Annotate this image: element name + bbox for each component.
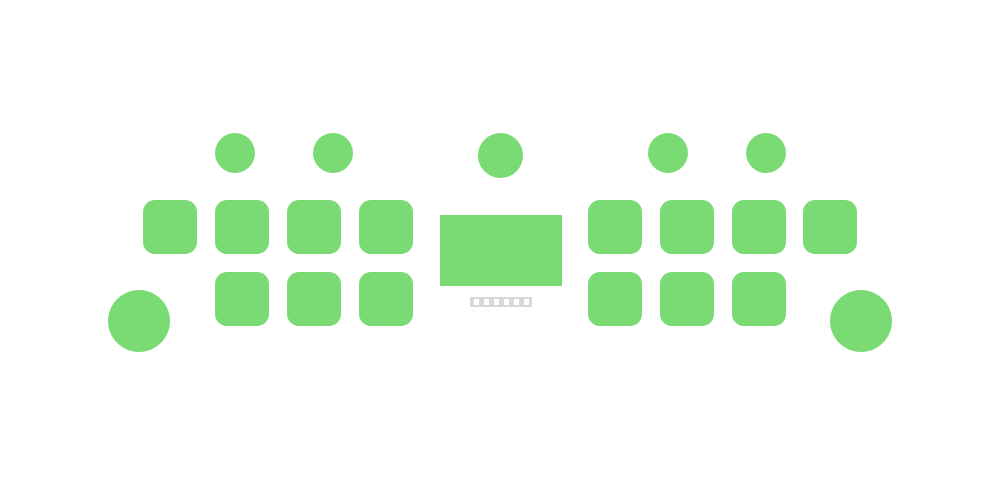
left-key-1[interactable] <box>143 200 197 254</box>
bottom-right-button[interactable] <box>830 290 892 352</box>
right-key-2[interactable] <box>660 200 714 254</box>
right-key-3[interactable] <box>732 200 786 254</box>
left-key-7[interactable] <box>359 272 413 326</box>
bottom-left-button[interactable] <box>108 290 170 352</box>
top-left-outer-button[interactable] <box>215 133 255 173</box>
right-key-5[interactable] <box>588 272 642 326</box>
top-right-outer-button[interactable] <box>746 133 786 173</box>
left-key-3[interactable] <box>287 200 341 254</box>
left-key-4[interactable] <box>359 200 413 254</box>
right-key-7[interactable] <box>732 272 786 326</box>
top-left-inner-button[interactable] <box>313 133 353 173</box>
right-key-4[interactable] <box>803 200 857 254</box>
brand-logo: ···· ······ <box>470 297 532 317</box>
right-key-1[interactable] <box>588 200 642 254</box>
top-right-inner-button[interactable] <box>648 133 688 173</box>
gamepad-logo-icon <box>470 297 532 307</box>
logo-tagline-icon: ···· ······ <box>470 308 490 313</box>
left-key-6[interactable] <box>287 272 341 326</box>
left-key-5[interactable] <box>215 272 269 326</box>
left-key-2[interactable] <box>215 200 269 254</box>
center-screen[interactable] <box>440 215 562 286</box>
right-key-6[interactable] <box>660 272 714 326</box>
top-center-button[interactable] <box>478 133 523 178</box>
